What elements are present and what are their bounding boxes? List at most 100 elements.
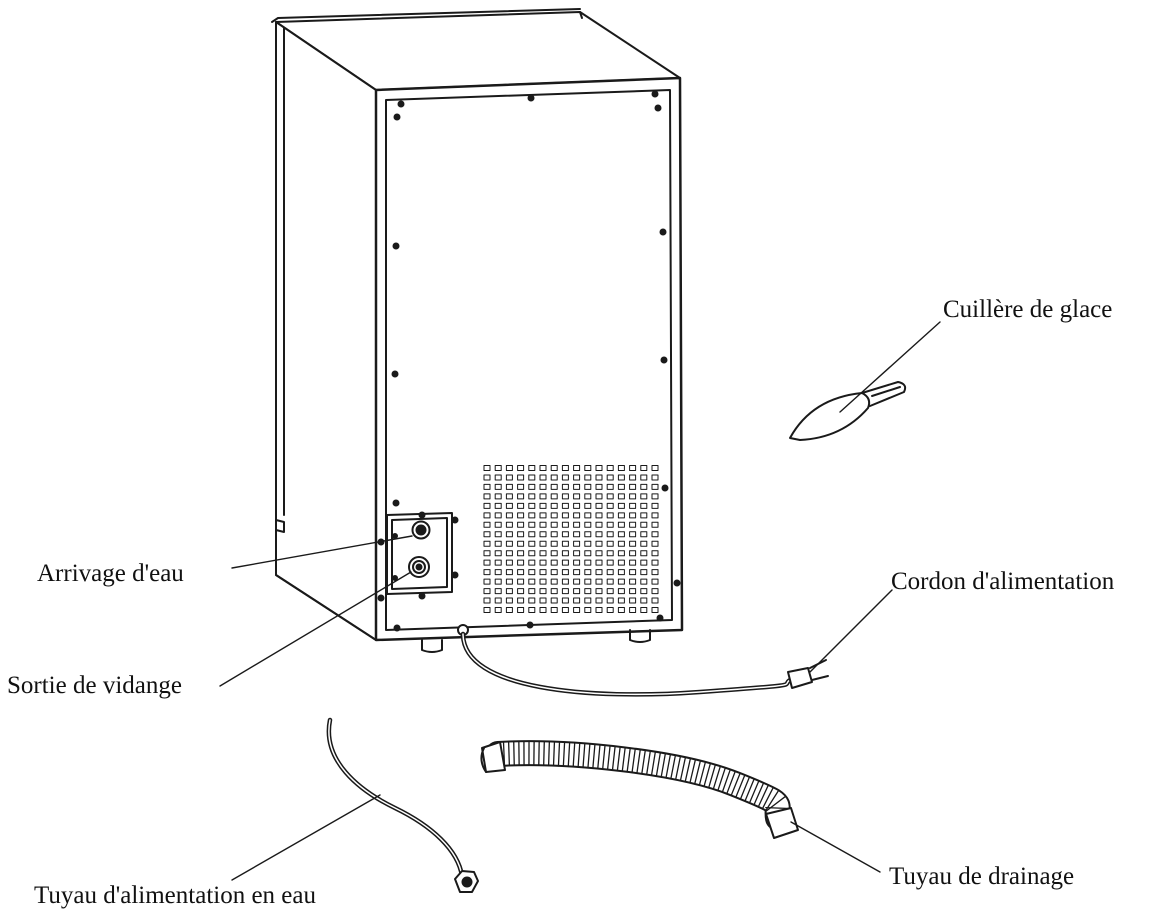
hose-ring	[616, 746, 621, 772]
grille-slot	[494, 550, 502, 557]
grille-slot	[505, 531, 513, 538]
grille-slot	[606, 597, 614, 604]
grille-slot	[528, 521, 536, 528]
hose-ring	[684, 757, 692, 783]
grille-slot	[651, 531, 659, 538]
hose-ring	[712, 765, 722, 790]
grille-slot	[550, 474, 558, 481]
grille-slot	[573, 512, 581, 519]
grille-slot	[494, 493, 502, 500]
grille-slot	[651, 569, 659, 576]
grille-slot	[595, 597, 603, 604]
panel-screws	[377, 90, 681, 632]
grille-slot	[517, 559, 525, 566]
grille-slot	[629, 521, 637, 528]
grille-slot	[584, 512, 592, 519]
grille-slot	[483, 588, 491, 595]
grille-slot	[584, 493, 592, 500]
grille-slot	[494, 474, 502, 481]
grille-slot	[629, 559, 637, 566]
grille-slot	[528, 597, 536, 604]
grille-slot	[651, 512, 659, 519]
grille-slot	[651, 588, 659, 595]
grille-slot	[629, 578, 637, 585]
grille-slot	[550, 540, 558, 547]
grille-slot	[573, 483, 581, 490]
grille-slot	[494, 597, 502, 604]
grille-slot	[617, 597, 625, 604]
grille-slot	[640, 531, 648, 538]
hose-ring	[507, 740, 511, 767]
grille-slot	[528, 550, 536, 557]
hose-ring	[674, 755, 682, 781]
label-water-supply-hose: Tuyau d'alimentation en eau	[34, 882, 316, 909]
grille-slot	[651, 559, 659, 566]
grille-slot	[617, 607, 625, 613]
hose-ring	[636, 748, 641, 774]
grille-slot	[528, 483, 536, 490]
grille-slot	[595, 493, 603, 500]
hose-ring	[567, 741, 571, 768]
grille-slot	[528, 465, 536, 471]
hose-ring	[703, 762, 712, 788]
grille-slot	[494, 559, 502, 566]
grille-slot	[629, 550, 637, 557]
grille-slot	[494, 578, 502, 585]
grille-slot	[573, 607, 581, 613]
leader-ice-scoop	[839, 321, 941, 413]
hose-ring	[557, 741, 561, 767]
grille-slot	[640, 521, 648, 528]
grille-slot	[640, 559, 648, 566]
hose-ring	[641, 749, 646, 775]
grille-slot	[494, 512, 502, 519]
grille-slot	[539, 465, 547, 471]
grille-slot	[573, 502, 581, 509]
grille-slot	[606, 502, 614, 509]
grille-slot	[517, 493, 525, 500]
grille-slot	[617, 531, 625, 538]
leader-power-cord	[809, 589, 893, 673]
grille-slot	[539, 550, 547, 557]
hose-ring	[721, 768, 731, 793]
grille-slot	[651, 474, 659, 481]
grille-slot	[550, 569, 558, 576]
grille-slot	[528, 493, 536, 500]
grille-slot	[573, 569, 581, 576]
grille-slot	[640, 493, 648, 500]
grille-slot	[505, 483, 513, 490]
grille-slot	[517, 550, 525, 557]
grille-slot	[528, 559, 536, 566]
grille-slot	[573, 540, 581, 547]
grille-slot	[617, 512, 625, 519]
grille-slot	[528, 531, 536, 538]
grille-slot	[505, 550, 513, 557]
grille-slot	[640, 474, 648, 481]
grille-slot	[595, 569, 603, 576]
grille-slot	[617, 578, 625, 585]
hose-ring	[735, 774, 746, 798]
hose-ring	[717, 767, 726, 792]
grille-slot	[517, 483, 525, 490]
hose-ring	[626, 747, 631, 773]
hose-ring	[708, 764, 717, 789]
grille-slot	[550, 588, 558, 595]
grille-slot	[617, 550, 625, 557]
grille-slot	[550, 559, 558, 566]
grille-slot	[505, 588, 513, 595]
hose-ring	[631, 748, 636, 774]
grille-slot	[539, 607, 547, 613]
grille-slot	[629, 531, 637, 538]
grille-slot	[550, 521, 558, 528]
grille-slot	[517, 597, 525, 604]
grille-slot	[573, 531, 581, 538]
grille-slot	[629, 588, 637, 595]
grille-slot	[483, 559, 491, 566]
grille-slot	[595, 521, 603, 528]
grille-slot	[584, 474, 592, 481]
grille-slot	[573, 559, 581, 566]
leader-water-supply-hose	[231, 794, 381, 881]
grille-slot	[629, 597, 637, 604]
grille-slot	[651, 540, 659, 547]
